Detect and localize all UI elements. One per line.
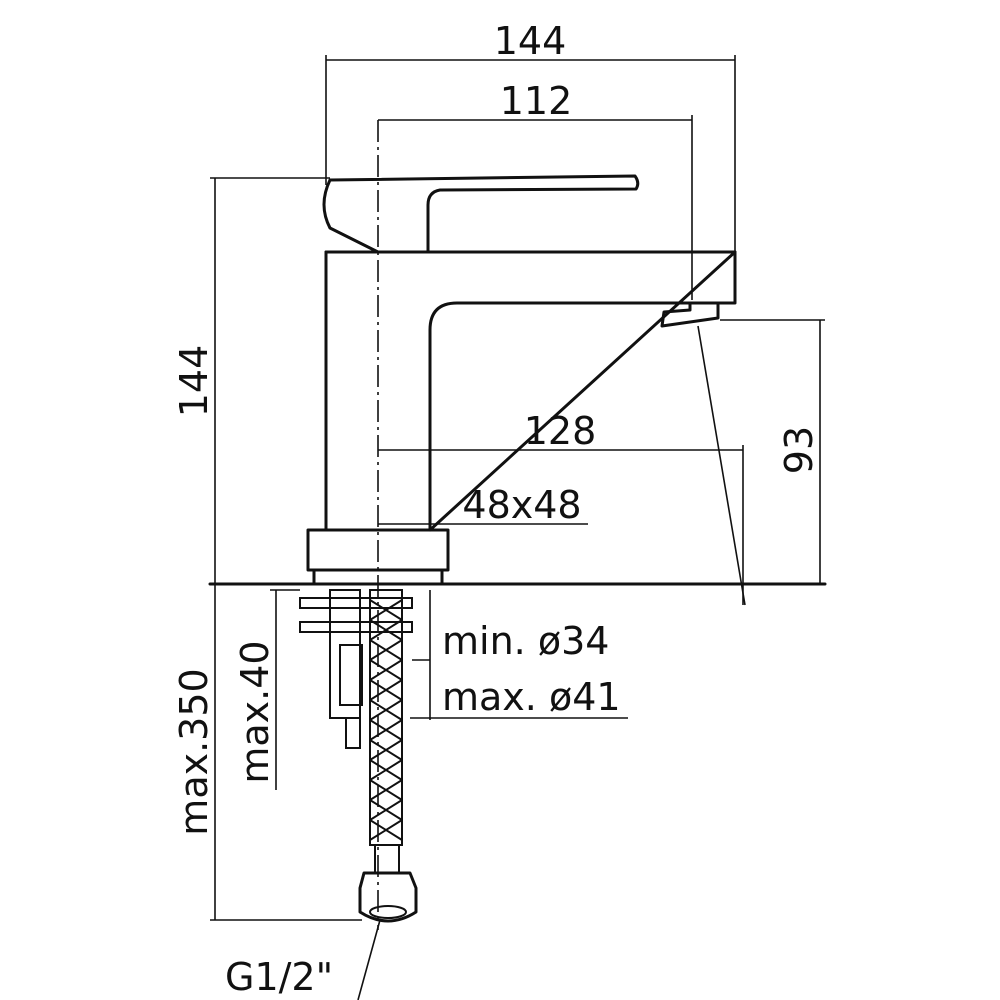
body-outline xyxy=(324,250,737,532)
dim-spout-reach: 128 xyxy=(524,409,597,453)
mounting-assembly xyxy=(208,582,827,923)
aerator xyxy=(660,301,720,328)
dimension-lines xyxy=(210,55,825,1000)
dim-max-thickness: max.40 xyxy=(233,640,277,783)
hose-nut xyxy=(358,871,418,923)
dim-thread: G1/2" xyxy=(225,955,333,999)
lever-rear xyxy=(322,178,380,254)
threaded-rod xyxy=(329,589,361,719)
rod-end xyxy=(345,717,361,749)
washer-bottom xyxy=(299,621,413,633)
dim-base-size: 48x48 xyxy=(462,483,581,527)
dim-max-hole: max. ø41 xyxy=(442,675,621,719)
dim-total-width: 144 xyxy=(494,19,567,63)
dim-handle-width: 112 xyxy=(500,79,573,123)
dim-total-height: 144 xyxy=(172,345,216,418)
nut xyxy=(339,644,363,706)
lever-handle xyxy=(328,174,640,254)
dim-min-hole: min. ø34 xyxy=(442,619,609,663)
dim-max-hose: max.350 xyxy=(172,668,216,835)
faucet-body xyxy=(306,174,737,586)
dim-spout-height: 93 xyxy=(777,426,821,474)
washer-top xyxy=(299,597,413,609)
